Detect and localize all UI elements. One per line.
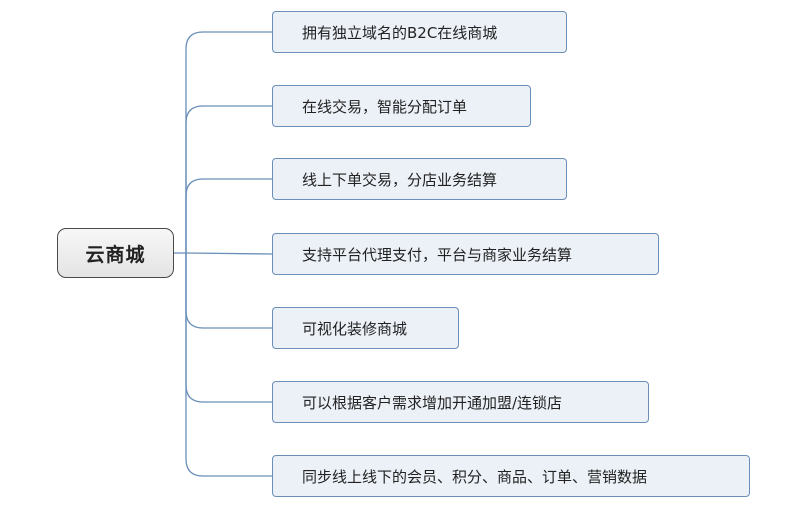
- branch-label: 拥有独立域名的B2C在线商城: [302, 23, 498, 42]
- branch-label: 可以根据客户需求增加开通加盟/连锁店: [302, 393, 563, 412]
- branch-node[interactable]: 在线交易，智能分配订单: [272, 85, 531, 127]
- branch-label: 支持平台代理支付，平台与商家业务结算: [302, 245, 573, 264]
- branch-node[interactable]: 拥有独立域名的B2C在线商城: [272, 11, 567, 53]
- branch-label: 可视化装修商城: [302, 319, 408, 338]
- branch-label: 在线交易，智能分配订单: [302, 97, 468, 116]
- root-node[interactable]: 云商城: [57, 228, 174, 278]
- branch-label: 同步线上线下的会员、积分、商品、订单、营销数据: [302, 467, 648, 486]
- branch-node[interactable]: 线上下单交易，分店业务结算: [272, 158, 567, 200]
- connector-line: [185, 252, 273, 255]
- branch-node[interactable]: 同步线上线下的会员、积分、商品、订单、营销数据: [272, 455, 750, 497]
- branch-label: 线上下单交易，分店业务结算: [302, 170, 498, 189]
- connector-line: [185, 253, 272, 477]
- branch-node[interactable]: 可视化装修商城: [272, 307, 459, 349]
- connector-line: [185, 31, 272, 253]
- connector-line: [185, 178, 272, 253]
- branch-node[interactable]: 可以根据客户需求增加开通加盟/连锁店: [272, 381, 649, 423]
- connector-line: [185, 105, 272, 253]
- root-label: 云商城: [85, 243, 146, 266]
- connector-line: [185, 253, 272, 329]
- branch-node[interactable]: 支持平台代理支付，平台与商家业务结算: [272, 233, 659, 275]
